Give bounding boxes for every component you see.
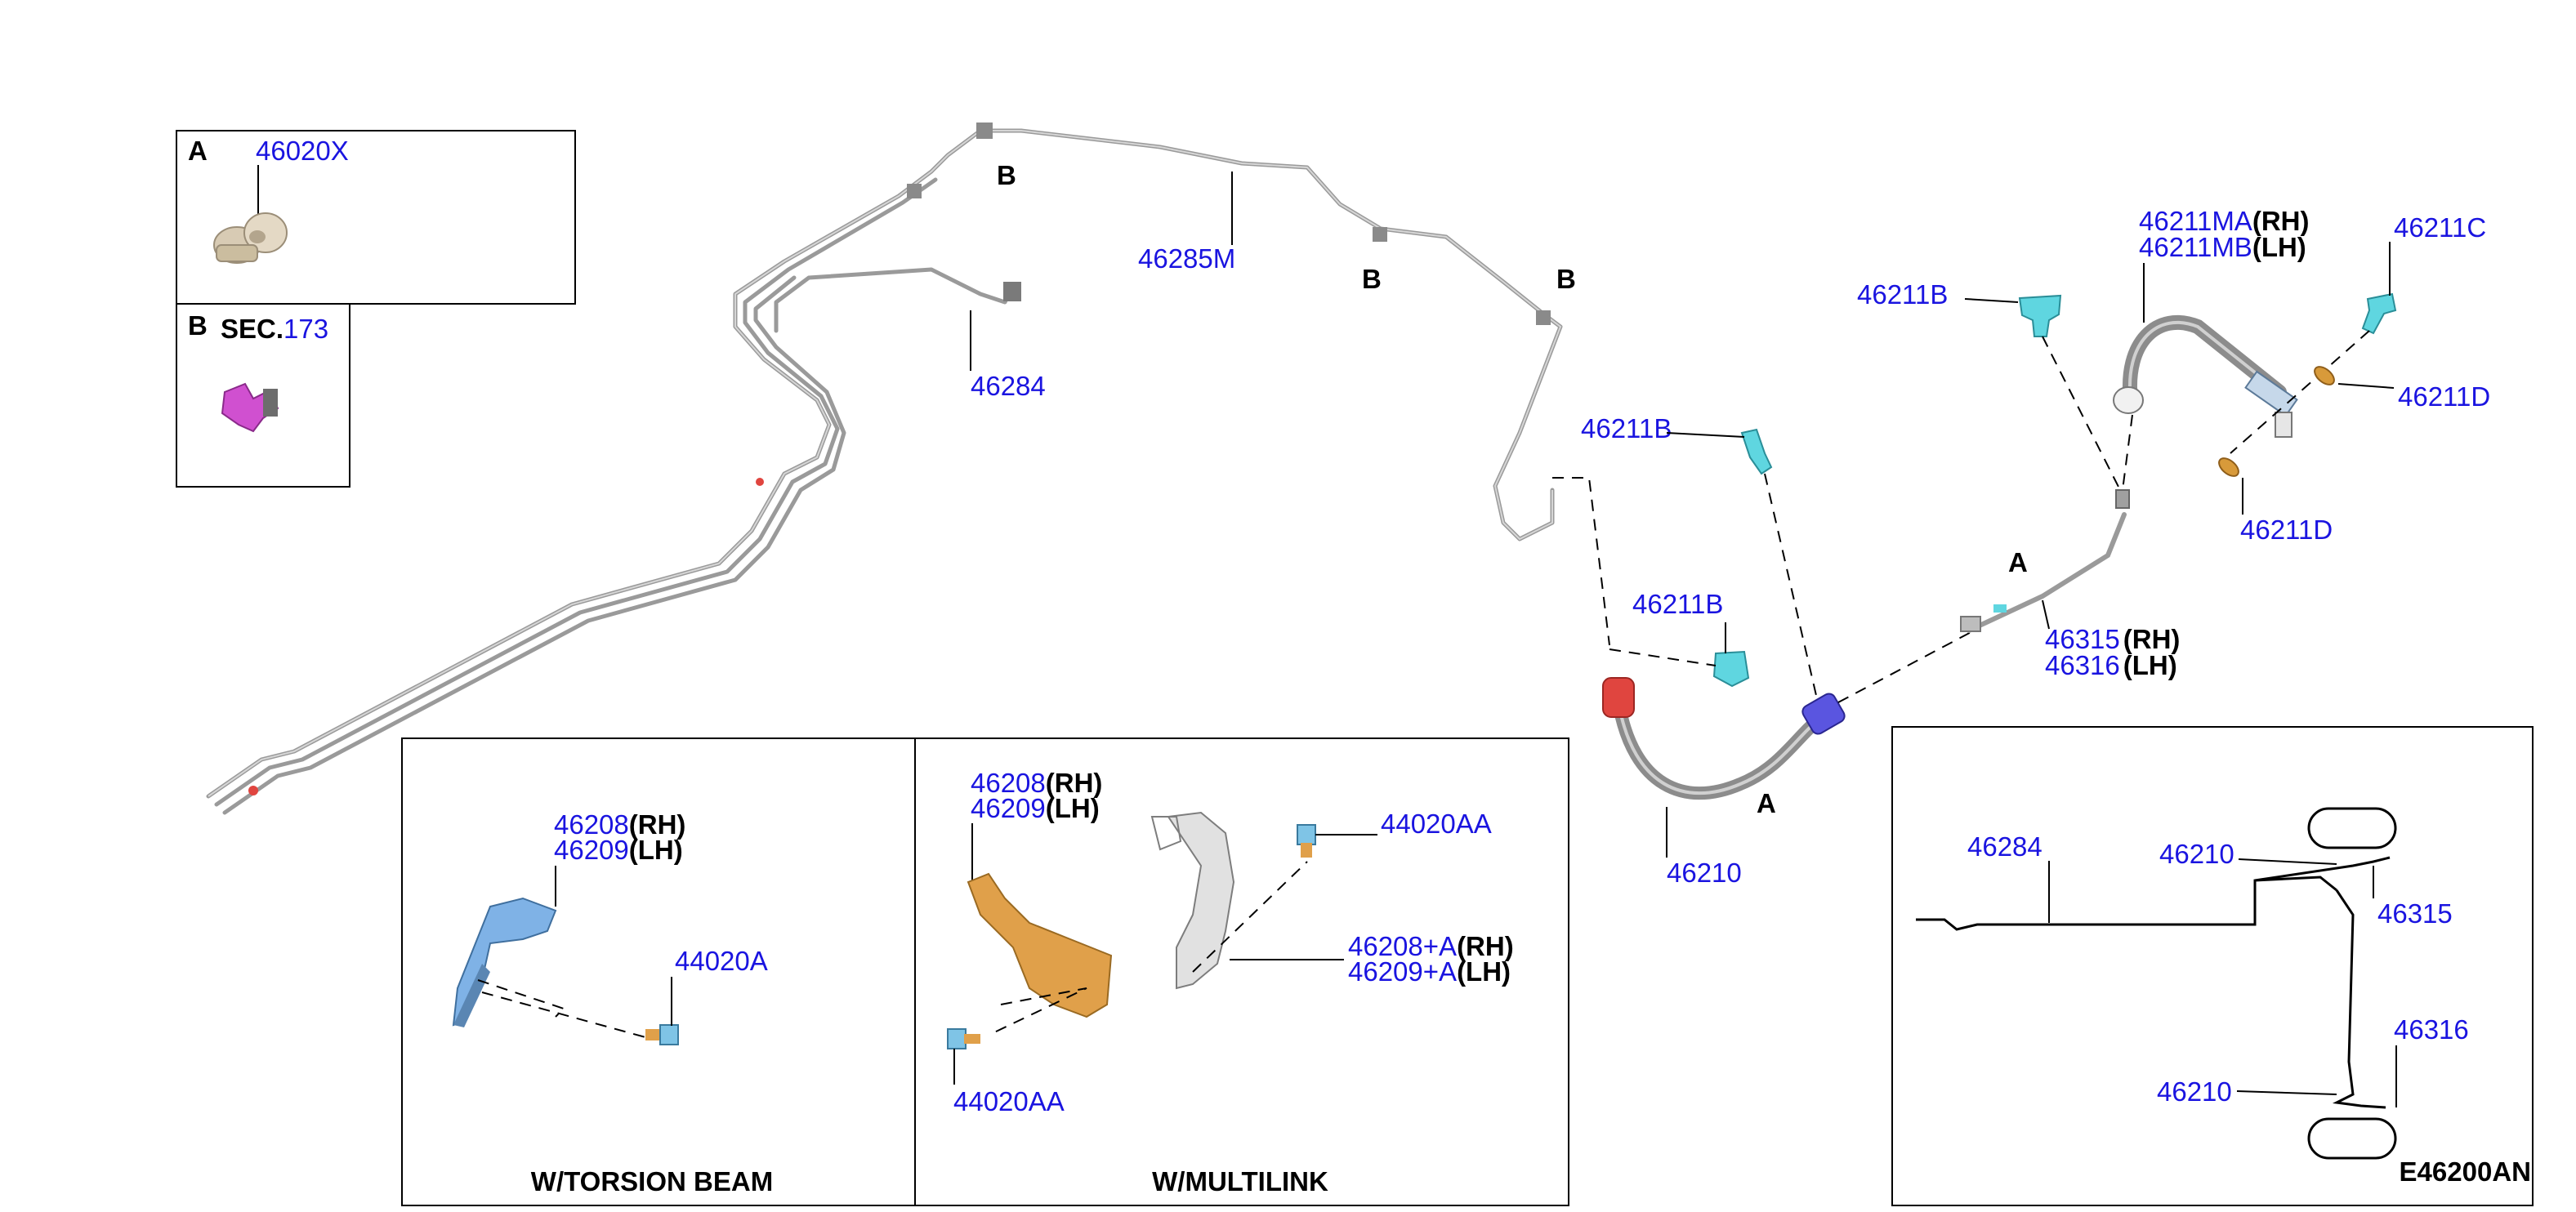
panel-torsion-beam: 46208(RH) 46209(LH) 44020A W/TORSION BEA… [401, 737, 916, 1206]
pipe-route-map [1916, 856, 2391, 1109]
ref-b-1: B [997, 160, 1016, 190]
washer-46211d-upper[interactable] [2311, 363, 2337, 388]
dash-bolt-to-washer [2230, 330, 2370, 454]
part-46211mb[interactable]: 46211MB(LH) [2139, 232, 2306, 262]
inset-a: A 46020X [176, 130, 576, 305]
part-46210[interactable]: 46210 [1667, 858, 1742, 888]
panel-layout-map: 46284 46210 46315 46316 46210 E46200AN [1891, 726, 2534, 1206]
panel-multilink: 46208(RH) 46209(LH) 44020AA 44020AA 4620… [914, 737, 1569, 1206]
clip-46211b-right[interactable] [2018, 294, 2062, 337]
bolt-46211c[interactable] [2361, 292, 2397, 335]
panel-layout-frame [1891, 726, 2534, 1206]
part-46315[interactable]: 46315(RH) [2045, 624, 2180, 654]
dash-pipe-to-union [1552, 477, 1610, 646]
dash-multilink-grey-bolt [1192, 861, 1308, 973]
part-46211ma[interactable]: 46211MA(RH) [2139, 206, 2309, 236]
dash-union-to-clip [1609, 648, 1717, 666]
inset-b-letter: B [188, 310, 208, 341]
torsion-46209[interactable]: 46209(LH) [554, 835, 683, 865]
part-46284[interactable]: 46284 [971, 371, 1046, 401]
multilink-46208[interactable]: 46208(RH) [971, 768, 1102, 798]
torsion-46208[interactable]: 46208(RH) [554, 809, 685, 840]
clip-46211b-lower[interactable] [1712, 650, 1750, 688]
leader-46211b-1 [1666, 432, 1745, 438]
bolt-44020a-icon[interactable] [645, 1024, 679, 1045]
dash-multilink-bolt [992, 987, 1087, 1034]
bolt-44020aa-bottom-icon[interactable] [947, 1028, 980, 1049]
multilink-44020aa-bottom[interactable]: 44020AA [953, 1086, 1065, 1116]
ref-a-hose: A [1757, 788, 1776, 818]
union-fitting-red [1602, 677, 1635, 718]
leader-map-46210-bottom [2236, 1090, 2337, 1095]
dash-torsion-bolt [477, 979, 646, 1038]
multilink-46209[interactable]: 46209(LH) [971, 793, 1100, 823]
ref-b-3: B [1556, 264, 1576, 294]
diagram-code: E46200AN [2400, 1156, 2531, 1187]
caption-torsion-beam: W/TORSION BEAM [531, 1166, 773, 1196]
multilink-44020aa-top[interactable]: 44020AA [1381, 809, 1492, 839]
part-46211d-1[interactable]: 46211D [2398, 381, 2490, 412]
part-46211d-2[interactable]: 46211D [2240, 515, 2333, 545]
washer-46211d-lower[interactable] [2216, 455, 2242, 479]
part-46285m[interactable]: 46285M [1138, 243, 1235, 274]
clamp-46020x-icon[interactable] [213, 212, 288, 264]
fitting-blue [1801, 693, 1846, 735]
part-46316[interactable]: 46316(LH) [2045, 650, 2177, 680]
bolt-44020aa-top-icon[interactable] [1297, 824, 1316, 858]
map-46316[interactable]: 46316 [2394, 1014, 2469, 1045]
map-46210-top[interactable]: 46210 [2159, 839, 2234, 869]
part-46211c[interactable]: 46211C [2394, 212, 2486, 243]
multilink-46209a[interactable]: 46209+A(LH) [1348, 956, 1511, 987]
leader-46211b-3 [1964, 298, 2019, 303]
dash-hose-to-pipe [1837, 628, 1978, 703]
hose-46211ma[interactable] [2113, 315, 2298, 438]
part-46211b-1[interactable]: 46211B [1581, 413, 1672, 443]
map-46315[interactable]: 46315 [2377, 898, 2453, 929]
inset-b-frame [176, 303, 350, 488]
panel-multilink-frame [914, 737, 1569, 1206]
inset-a-frame [176, 130, 576, 305]
dash-clip-right-to-pipe [2042, 336, 2121, 491]
map-46284[interactable]: 46284 [1967, 831, 2042, 862]
pipe-46315[interactable] [1960, 489, 2130, 633]
leader-map-46210-top [2238, 858, 2337, 865]
part-46211b-2[interactable]: 46211B [1632, 589, 1723, 619]
bracket-multilink-grey-icon[interactable] [1150, 811, 1235, 990]
hose-46210[interactable] [1602, 677, 1847, 800]
map-46210-bottom[interactable]: 46210 [2157, 1076, 2232, 1107]
inset-b: B SEC.173 [176, 303, 350, 488]
dash-hose-to-pipe-right [2122, 414, 2133, 491]
tire-bottom-icon [2307, 1117, 2397, 1160]
multilink-46208a[interactable]: 46208+A(RH) [1348, 931, 1514, 961]
ref-a-pipe: A [2008, 547, 2028, 577]
bracket-multilink-orange-icon[interactable] [967, 872, 1113, 1018]
leader-46211d-1 [2337, 383, 2395, 389]
dash-clip-to-fitting [1764, 473, 1819, 703]
torsion-44020a[interactable]: 44020A [675, 946, 768, 976]
brake-pipe-bundle[interactable] [206, 123, 1563, 815]
inset-a-letter: A [188, 136, 208, 166]
caption-multilink: W/MULTILINK [1152, 1166, 1328, 1196]
ref-b-2: B [1362, 264, 1382, 294]
inset-a-part-number[interactable]: 46020X [256, 136, 349, 166]
tire-top-icon [2307, 807, 2397, 849]
inset-b-section[interactable]: SEC.173 [221, 314, 328, 344]
bracket-torsion-icon[interactable] [452, 897, 557, 1027]
clip-sec173-icon[interactable] [221, 382, 279, 433]
part-46211b-3[interactable]: 46211B [1857, 279, 1948, 310]
leader-46315 [2042, 599, 2050, 630]
clip-46211b-upper[interactable] [1740, 428, 1773, 475]
